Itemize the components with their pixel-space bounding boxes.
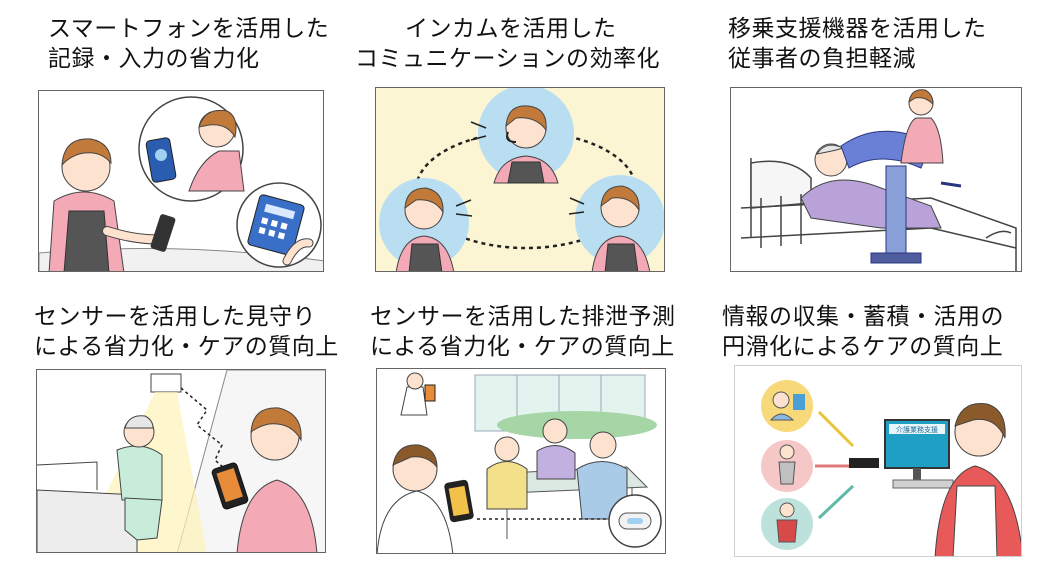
staff-figure-top: [400, 372, 436, 416]
card-title-line1: スマートフォンを活用した: [48, 16, 330, 42]
card-title-line1: 情報の収集・蓄積・活用の: [722, 304, 1004, 330]
caregiver-figure: [48, 138, 176, 271]
card-title-intercom: インカムを活用した: [405, 14, 617, 44]
card-title-line1: インカムを活用した: [405, 16, 617, 42]
residents-group: [486, 418, 628, 520]
staff-with-intercom-top: [470, 88, 574, 184]
computer-monitor: 介護業務支援: [884, 419, 954, 489]
zoom-bubble-phone: [138, 96, 245, 202]
card-title-line2: 従事者の負担軽減: [728, 46, 916, 72]
illustration-transfer: [730, 87, 1022, 272]
illustration-excretion-sensor: [376, 368, 666, 554]
illustration-information: 介護業務支援: [734, 365, 1022, 557]
staff-with-intercom-right: [568, 175, 664, 271]
card-title-line2: 記録・入力の省力化: [48, 46, 260, 72]
elderly-person-figure: [116, 415, 163, 541]
router-icon: [849, 458, 879, 468]
illustration-smartphone: [38, 90, 324, 272]
staff-figure-bottom: [377, 444, 474, 553]
card-title-line2: による省力化・ケアの質向上: [34, 334, 339, 360]
card-title-line1: 移乗支援機器を活用した: [728, 16, 987, 42]
card-title-line1: センサーを活用した見守り: [34, 304, 316, 330]
card-title-line1: センサーを活用した排泄予測: [370, 304, 676, 330]
resident-data-circle-2: [761, 440, 813, 492]
staff-with-intercom-left: [379, 178, 473, 271]
data-flow-arrows: [815, 410, 855, 520]
card-title-line2: コミュニケーションの効率化: [355, 46, 661, 72]
card-title-intercom-line2: コミュニケーションの効率化: [355, 44, 660, 74]
card-title-excretion-sensor: センサーを活用した排泄予測 による省力化・ケアの質向上: [370, 302, 676, 362]
card-title-line2: 円滑化によるケアの質向上: [722, 334, 1004, 360]
zoom-bubble-tablet-input: [236, 182, 322, 268]
card-title-line2: による省力化・ケアの質向上: [370, 334, 675, 360]
card-title-watch-sensor: センサーを活用した見守り による省力化・ケアの質向上: [34, 302, 339, 362]
caregiver-figure: [211, 407, 318, 552]
caregiver-figure: [934, 402, 1021, 556]
resident-data-circle-3: [761, 498, 813, 550]
excretion-sensor-icon: [608, 494, 662, 548]
caregiver-figure: [900, 89, 944, 164]
illustration-watch-sensor: [36, 369, 326, 553]
illustration-intercom: [375, 87, 665, 272]
resident-data-circle-1: [761, 380, 813, 432]
card-title-transfer: 移乗支援機器を活用した 従事者の負担軽減: [728, 14, 987, 74]
monitor-label: 介護業務支援: [896, 425, 938, 434]
card-title-information: 情報の収集・蓄積・活用の 円滑化によるケアの質向上: [722, 302, 1004, 362]
card-title-smartphone: スマートフォンを活用した 記録・入力の省力化: [48, 14, 329, 74]
